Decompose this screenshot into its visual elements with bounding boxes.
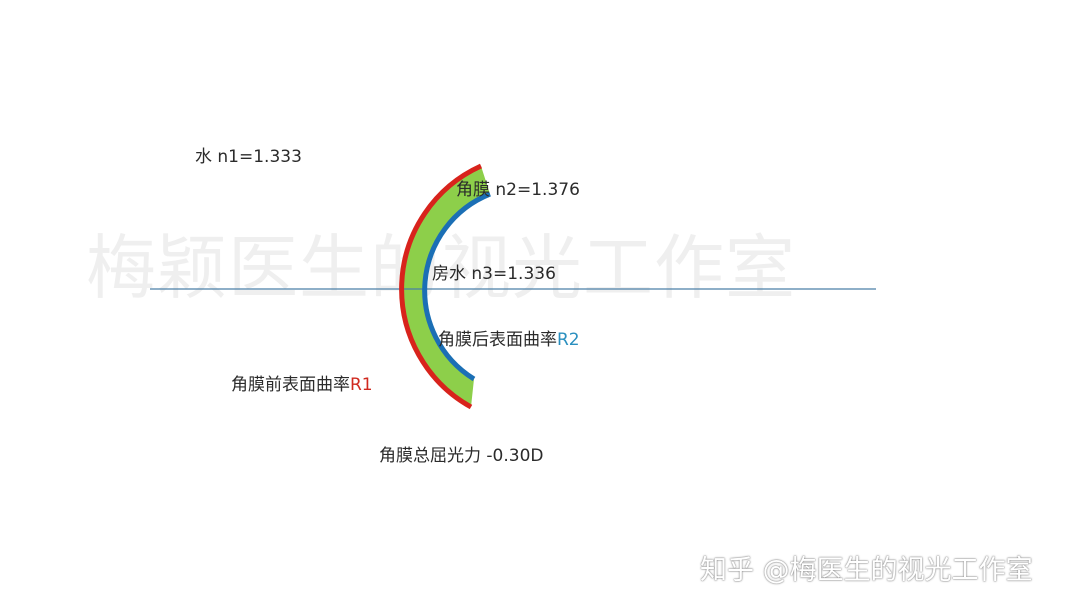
cornea-index-label: 角膜 n2=1.376 — [456, 180, 580, 200]
r1-symbol: R1 — [350, 375, 373, 395]
total-power-label: 角膜总屈光力 -0.30D — [379, 446, 544, 466]
anterior-curvature-label: 角膜前表面曲率R1 — [231, 370, 373, 395]
anterior-surface-curve — [399, 163, 483, 410]
background-watermark: 梅颖医生的视光工作室 — [86, 227, 796, 309]
water-index-label: 水 n1=1.333 — [195, 147, 302, 167]
cornea-body — [401, 166, 490, 407]
r2-symbol: R2 — [557, 330, 580, 350]
anterior-curvature-text: 角膜前表面曲率 — [231, 375, 350, 395]
aqueous-index-label: 房水 n3=1.336 — [432, 264, 556, 284]
posterior-curvature-label: 角膜后表面曲率R2 — [438, 325, 580, 350]
posterior-surface-curve — [422, 191, 491, 382]
source-attribution: 知乎 @梅医生的视光工作室 — [700, 555, 1033, 586]
posterior-curvature-text: 角膜后表面曲率 — [438, 330, 557, 350]
